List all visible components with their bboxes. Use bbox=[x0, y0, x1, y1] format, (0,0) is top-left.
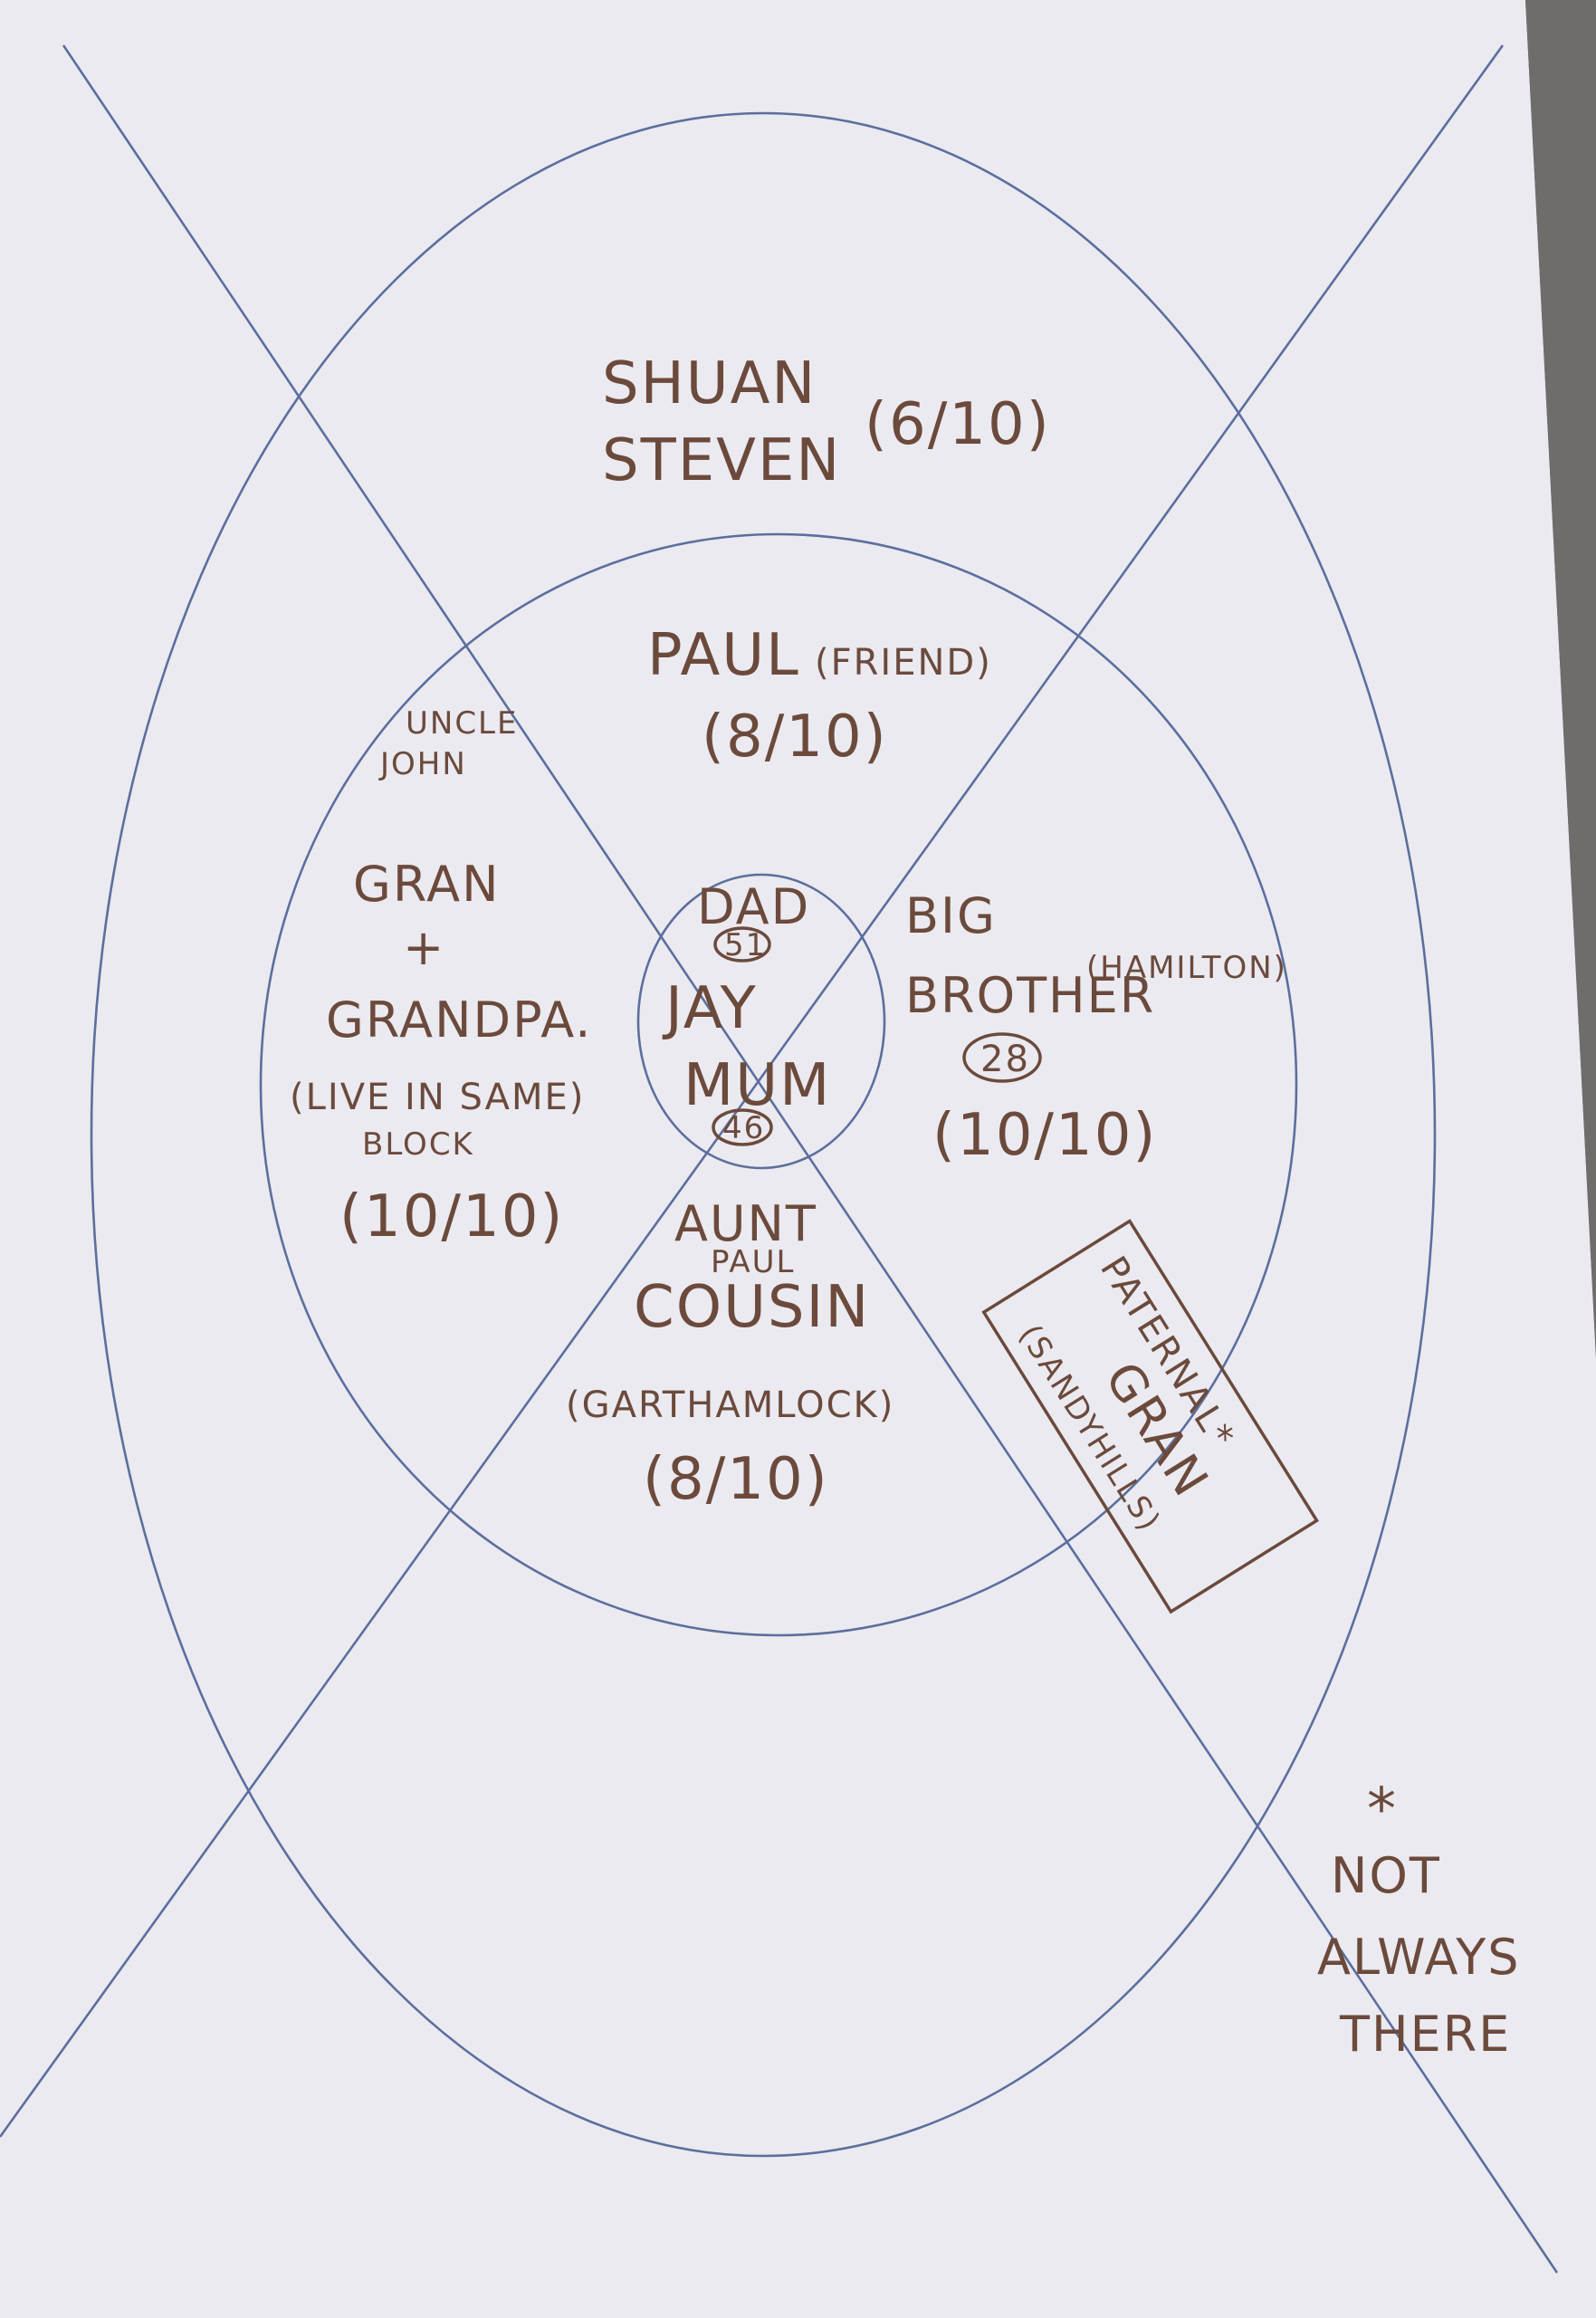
mum-age: 46 bbox=[722, 1110, 765, 1146]
mum-age-circle bbox=[712, 1108, 773, 1146]
brother-age-circle bbox=[962, 1032, 1042, 1083]
garthamlock-note: (GARTHAMLOCK) bbox=[566, 1384, 894, 1426]
grandparents-rating: (10/10) bbox=[339, 1183, 564, 1250]
mum-label: MUM bbox=[683, 1052, 831, 1119]
paul-rating: (8/10) bbox=[702, 704, 888, 771]
paper-shadow-edge bbox=[1525, 0, 1596, 1358]
block-note: BLOCK bbox=[362, 1126, 474, 1163]
john-label: JOHN bbox=[378, 746, 467, 782]
uncle-label: UNCLE bbox=[406, 705, 518, 742]
outer-ring bbox=[90, 111, 1437, 2158]
live-same-block-note: (LIVE IN SAME) bbox=[290, 1077, 585, 1118]
outer-name-shuan: SHUAN bbox=[602, 350, 817, 417]
paul-name: PAUL bbox=[647, 622, 800, 689]
diagonal-line-tl-br bbox=[62, 44, 1559, 2274]
aunt-label: AUNT bbox=[674, 1195, 817, 1252]
center-name: JAY bbox=[662, 975, 758, 1042]
outer-rating: (6/10) bbox=[865, 391, 1051, 458]
inner-ring bbox=[259, 532, 1298, 1637]
footnote-always: ALWAYS bbox=[1317, 1929, 1521, 1986]
plus-sign: + bbox=[403, 919, 445, 976]
footnote-not: NOT bbox=[1331, 1847, 1441, 1904]
hamilton-note: (HAMILTON) bbox=[1086, 950, 1287, 986]
center-circle bbox=[636, 873, 886, 1170]
cousin-label: COUSIN bbox=[634, 1274, 870, 1341]
dad-age-circle bbox=[713, 926, 771, 963]
aunt-cousin-rating: (8/10) bbox=[643, 1446, 829, 1513]
gran-label: GRAN bbox=[353, 856, 501, 913]
brother-label: BROTHER bbox=[905, 967, 1155, 1024]
grandpa-label: GRANDPA. bbox=[326, 991, 592, 1049]
dad-label: DAD bbox=[697, 878, 810, 935]
footnote-there: THERE bbox=[1339, 2006, 1511, 2063]
brother-age: 28 bbox=[980, 1039, 1030, 1080]
diagonal-line-tr-bl bbox=[0, 44, 1505, 2138]
dad-age: 51 bbox=[724, 927, 767, 963]
brother-rating: (10/10) bbox=[932, 1102, 1157, 1169]
paul-cousin-label: PAUL bbox=[711, 1244, 795, 1280]
footnote-star: * bbox=[1367, 1777, 1398, 1844]
paul-note: (FRIEND) bbox=[815, 642, 992, 684]
big-label: BIG bbox=[905, 887, 997, 944]
outer-name-steven: STEVEN bbox=[602, 427, 841, 494]
